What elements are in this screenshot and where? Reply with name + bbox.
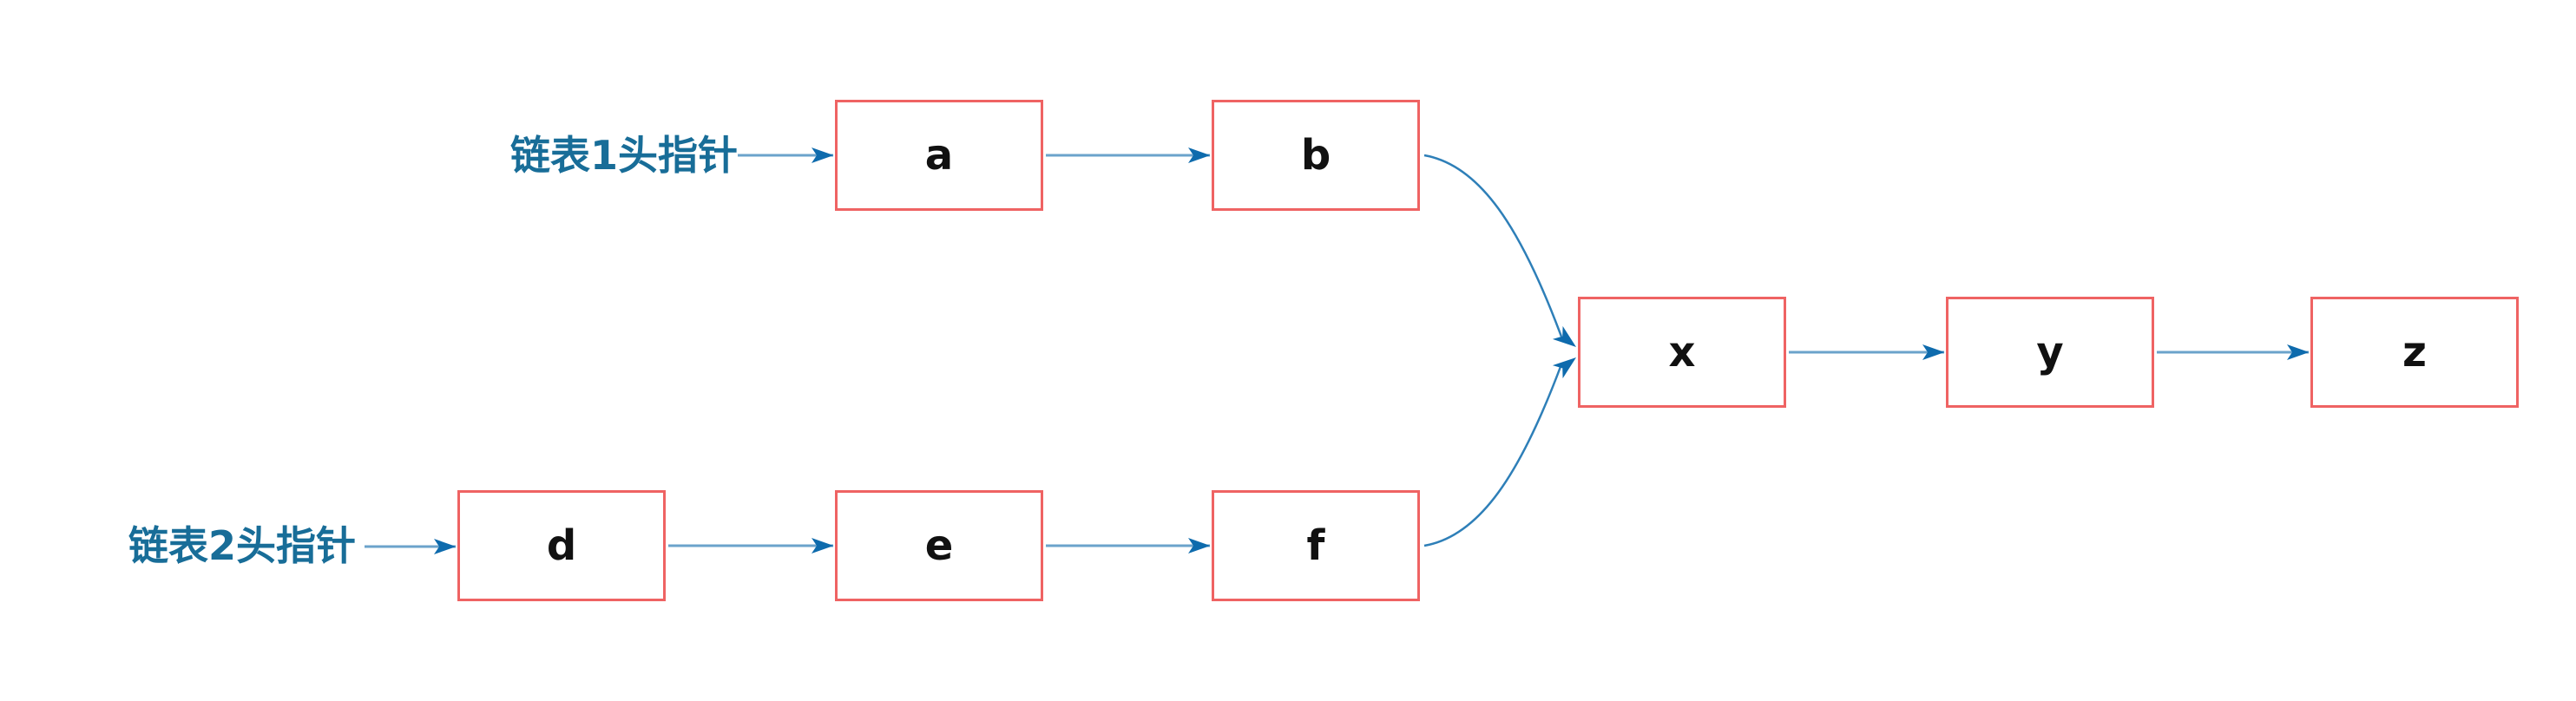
node-b: b xyxy=(1212,100,1420,211)
edge-f-x xyxy=(1423,364,1563,547)
arrowhead-icon xyxy=(1552,357,1576,379)
node-y: y xyxy=(1946,297,2154,408)
node-x: x xyxy=(1578,297,1786,408)
list1-head-pointer-label: 链表1头指针 xyxy=(510,132,739,179)
arrowhead-icon xyxy=(1552,325,1576,347)
node-f: f xyxy=(1212,490,1420,601)
node-e: e xyxy=(835,490,1043,601)
node-z: z xyxy=(2310,297,2519,408)
node-d: d xyxy=(457,490,666,601)
node-a: a xyxy=(835,100,1043,211)
list2-head-pointer-label: 链表2头指针 xyxy=(128,522,357,569)
edge-b-x xyxy=(1423,154,1563,337)
